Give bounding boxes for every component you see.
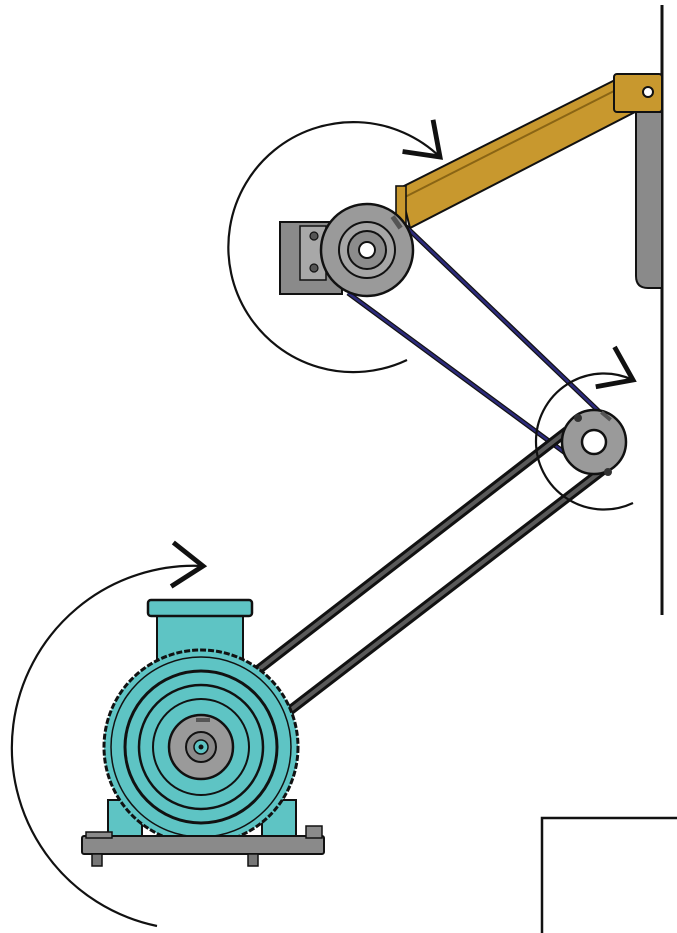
panel-frame xyxy=(540,816,677,933)
belt-drive-upper xyxy=(346,221,610,458)
lever-arm xyxy=(395,73,663,231)
wall-bracket xyxy=(635,111,663,289)
idler-pulley xyxy=(560,408,628,476)
pivot-bolt xyxy=(642,86,654,98)
motor-pulley xyxy=(167,713,235,781)
base-frame xyxy=(81,825,325,867)
rotation-arrow-idler-pulley xyxy=(534,345,637,511)
driven-pulley xyxy=(319,202,415,298)
rotation-arrow-driven-pulley xyxy=(227,119,444,374)
rotation-arrow-motor-pulley xyxy=(10,540,208,928)
